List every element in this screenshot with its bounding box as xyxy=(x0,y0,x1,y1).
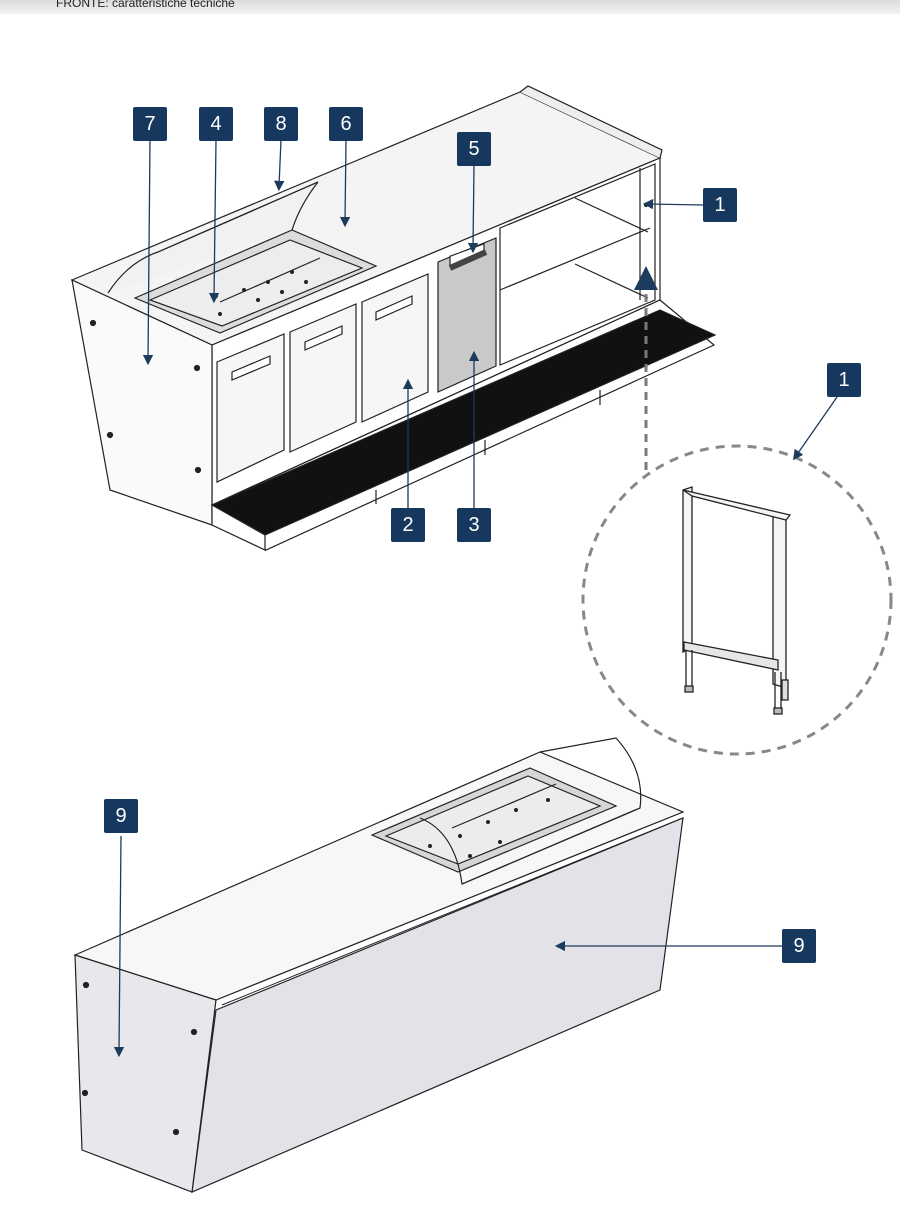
open-shelf-frame xyxy=(499,163,656,366)
detail-frame-illustration xyxy=(581,444,893,756)
callout-1-top: 1 xyxy=(703,188,737,222)
callout-1-detail: 1 xyxy=(827,363,861,397)
top-bar xyxy=(0,0,900,14)
callout-2: 2 xyxy=(391,508,425,542)
callout-9-left: 9 xyxy=(104,799,138,833)
callout-8: 8 xyxy=(264,107,298,141)
front-counter-illustration xyxy=(70,85,717,551)
callout-9-right: 9 xyxy=(782,929,816,963)
callout-5: 5 xyxy=(457,132,491,166)
callout-6: 6 xyxy=(329,107,363,141)
rear-counter-illustration xyxy=(73,737,685,1193)
rear-left-side-panel xyxy=(74,954,217,1193)
callout-3: 3 xyxy=(457,508,491,542)
leader-lines xyxy=(113,139,838,1058)
page-title: FRONTE: caratteristiche tecniche xyxy=(56,0,235,10)
callout-7: 7 xyxy=(133,107,167,141)
detail-circle xyxy=(581,444,893,756)
callout-4: 4 xyxy=(199,107,233,141)
